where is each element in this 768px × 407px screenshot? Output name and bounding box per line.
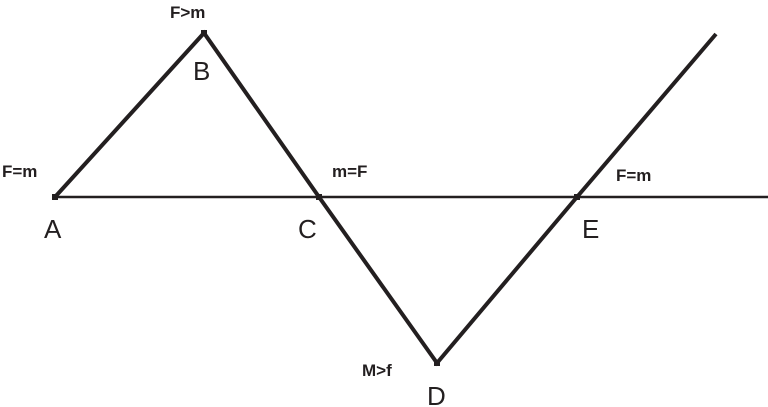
point-marker-b	[201, 30, 207, 36]
zigzag-line	[53, 29, 718, 367]
condition-label-c: m=F	[332, 162, 367, 181]
point-label-c: C	[298, 214, 317, 244]
condition-label-e: F=m	[616, 166, 651, 185]
condition-label-b: F>m	[170, 3, 205, 22]
point-label-e: E	[582, 214, 599, 244]
condition-label-a: F=m	[2, 162, 37, 181]
point-label-d: D	[427, 381, 446, 407]
point-label-a: A	[44, 214, 62, 244]
point-marker-a	[52, 194, 58, 200]
condition-label-d: M>f	[362, 361, 392, 380]
point-marker-d	[434, 360, 440, 366]
point-marker-e	[574, 194, 580, 200]
point-label-b: B	[193, 56, 210, 86]
point-marker-c	[316, 194, 322, 200]
